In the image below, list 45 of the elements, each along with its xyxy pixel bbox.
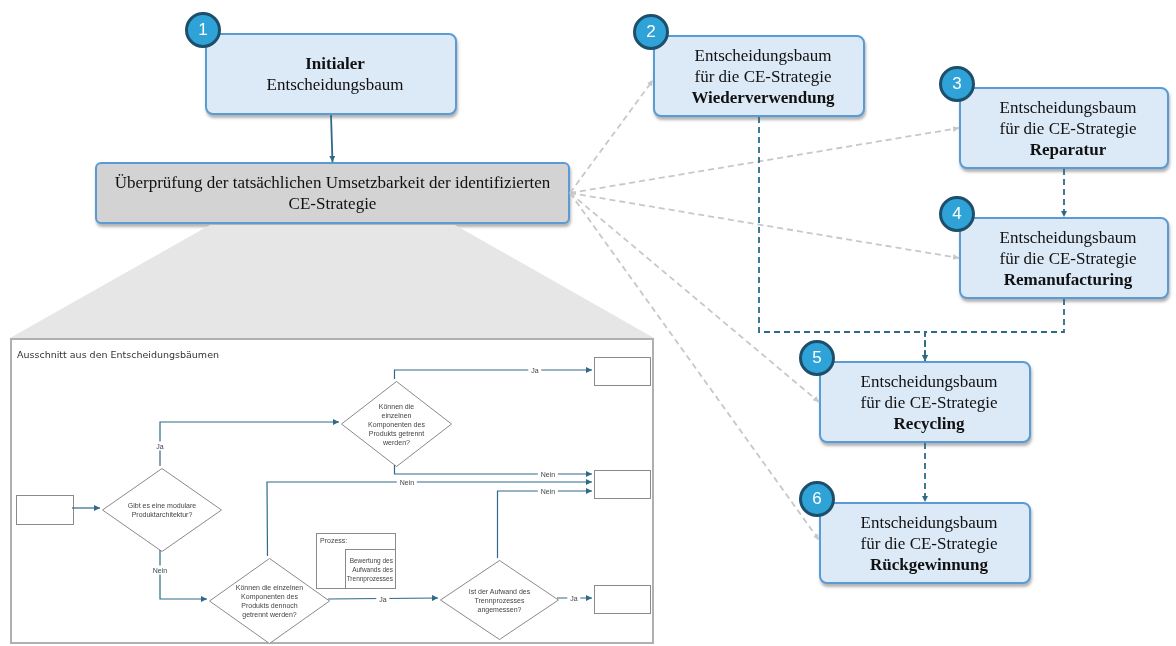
box-text: Entscheidungsbaum für die CE-Strategie Remanufacturing	[998, 226, 1138, 290]
decision-tree-box	[653, 35, 865, 117]
number-badge: 4	[939, 196, 975, 232]
number-badge: 1	[185, 12, 221, 48]
arrow	[159, 549, 208, 602]
number-badge: 6	[799, 481, 835, 517]
box-text: Entscheidungsbaum für die CE-Strategie Rückgewinnung	[859, 511, 999, 575]
box-text: Überprüfung der tatsächlichen Umsetzbarkeit der identifizierten CE-Strategie	[113, 172, 552, 214]
process-step-box	[345, 549, 396, 589]
arrow	[393, 367, 593, 380]
arrow	[329, 114, 336, 163]
dashed-arrow	[922, 442, 928, 503]
dashed-arrow	[1061, 168, 1067, 218]
dashed-arrow	[569, 79, 654, 194]
decision-tree-box	[819, 502, 1031, 584]
box-text: Initialer Entscheidungsbaum	[265, 53, 405, 95]
arrow	[266, 479, 593, 557]
panel-title: Ausschnitt aus den Entscheidungsbäumen	[17, 348, 219, 362]
dashed-arrow	[569, 192, 820, 403]
empty-box	[594, 470, 651, 499]
dashed-arrow	[569, 126, 960, 194]
empty-box	[594, 357, 651, 386]
arrow	[159, 419, 340, 467]
arrow	[496, 488, 593, 559]
arrow	[393, 464, 593, 477]
check-box	[95, 162, 570, 224]
dashed-arrow	[569, 192, 960, 260]
empty-box	[594, 585, 651, 614]
dashed-arrow	[922, 298, 1065, 362]
arrow	[327, 595, 439, 602]
box-text: Entscheidungsbaum für die CE-Strategie Reparatur	[998, 96, 1138, 160]
process-box	[316, 533, 396, 589]
decision-tree-box	[205, 33, 457, 115]
box-text: Entscheidungsbaum für die CE-Strategie Wiederverwendung	[690, 44, 836, 108]
empty-box	[16, 495, 74, 525]
number-badge: 5	[799, 340, 835, 376]
box-text: Entscheidungsbaum für die CE-Strategie Recycling	[859, 370, 999, 434]
inset-panel	[10, 338, 654, 644]
number-badge: 2	[633, 14, 669, 50]
dashed-arrow	[569, 192, 820, 541]
decision-tree-box	[959, 217, 1169, 299]
number-badge: 3	[939, 66, 975, 102]
decision-tree-box	[959, 87, 1169, 169]
arrow	[71, 505, 101, 511]
decision-tree-box	[819, 361, 1031, 443]
